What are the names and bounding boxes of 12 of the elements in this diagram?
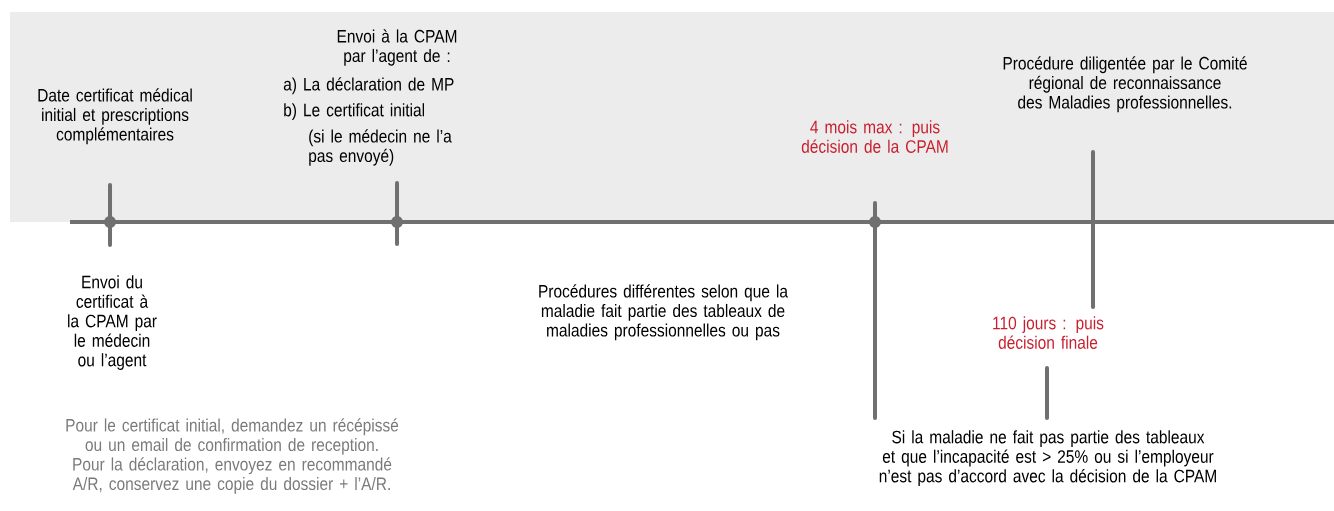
timeline-note: Si la maladie ne fait pas partie des tableaux et que l’incapacité est > 25% ou si l’employeur n’est pas d’accord avec la décision de la CPAM [879, 430, 1216, 486]
timeline-note: b) Le certificat initial [284, 103, 425, 120]
timeline-note: Envoi à la CPAM par l’agent de : [337, 29, 457, 66]
timeline-note: 110 jours : puis décision finale [993, 316, 1104, 349]
timeline-note: (si le médecin ne l’a pas envoyé) [309, 129, 452, 166]
timeline-note: Date certificat médical initial et prescriptions complémentaires [38, 88, 192, 145]
timeline-note: Envoi du certificat à la CPAM par le médecin ou l’agent [68, 275, 157, 370]
timeline-note: Procédure diligentée par le Comité régional de reconnaissance des Maladies professionnelles. [1003, 56, 1247, 113]
timeline-note: a) La déclaration de MP [283, 77, 454, 95]
timeline-note: Pour le certificat initial, demandez un récépissé ou un email de confirmation de reception. Pour la déclaration, envoyez en recommandé A/R, conservez une copie du dossier + l’A/R. [66, 418, 399, 494]
timeline-note: 4 mois max : puis décision de la CPAM [801, 120, 948, 153]
timeline-note: Procédures différentes selon que la maladie fait partie des tableaux de maladies professionnelles ou pas [539, 284, 788, 341]
